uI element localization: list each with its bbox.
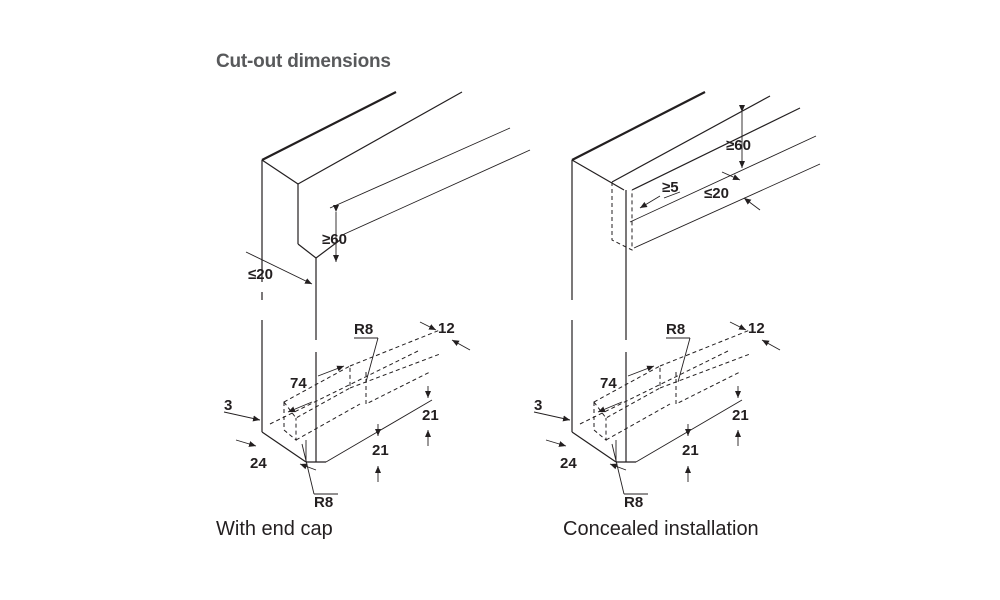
dim-r8-bottom: R8 — [314, 494, 333, 511]
dim-le20-right: ≤20 — [704, 185, 729, 202]
dim-ge60: ≥60 — [322, 231, 347, 248]
profile-top-right — [571, 91, 821, 340]
caption-with-end-cap: With end cap — [216, 518, 333, 540]
dim-r8-top-right: R8 — [666, 321, 685, 338]
dim-3-right: 3 — [534, 397, 542, 414]
dim-r8-bottom-right: R8 — [624, 494, 643, 511]
cutout-pocket-left — [269, 329, 441, 442]
profile-bottom-right — [571, 320, 743, 463]
dim-3: 3 — [224, 397, 232, 414]
dim-12-right: 12 — [748, 320, 765, 337]
diagram-concealed-installation: ≥60 ≥5 ≤20 R8 — [533, 91, 821, 511]
dim-21-right: 21 — [422, 407, 439, 424]
dim-74: 74 — [290, 375, 307, 392]
dim-ge5: ≥5 — [662, 179, 679, 196]
diagram-with-end-cap: ≥60 ≤20 R8 12 — [223, 91, 531, 511]
dim-12: 12 — [438, 320, 455, 337]
dim-21-front: 21 — [372, 442, 389, 459]
dim-le20: ≤20 — [248, 266, 273, 283]
dim-21-front-r: 21 — [682, 442, 699, 459]
caption-concealed-installation: Concealed installation — [563, 518, 759, 540]
dim-ge60-right: ≥60 — [726, 137, 751, 154]
dim-74-right: 74 — [600, 375, 617, 392]
dim-24: 24 — [250, 455, 267, 472]
dim-24-right: 24 — [560, 455, 577, 472]
dim-r8-top: R8 — [354, 321, 373, 338]
dim-21-right-r: 21 — [732, 407, 749, 424]
cutout-pocket-right — [579, 329, 751, 442]
page-title: Cut-out dimensions — [216, 51, 391, 72]
profile-bottom-left — [261, 320, 433, 463]
profile-top-left — [261, 91, 531, 340]
